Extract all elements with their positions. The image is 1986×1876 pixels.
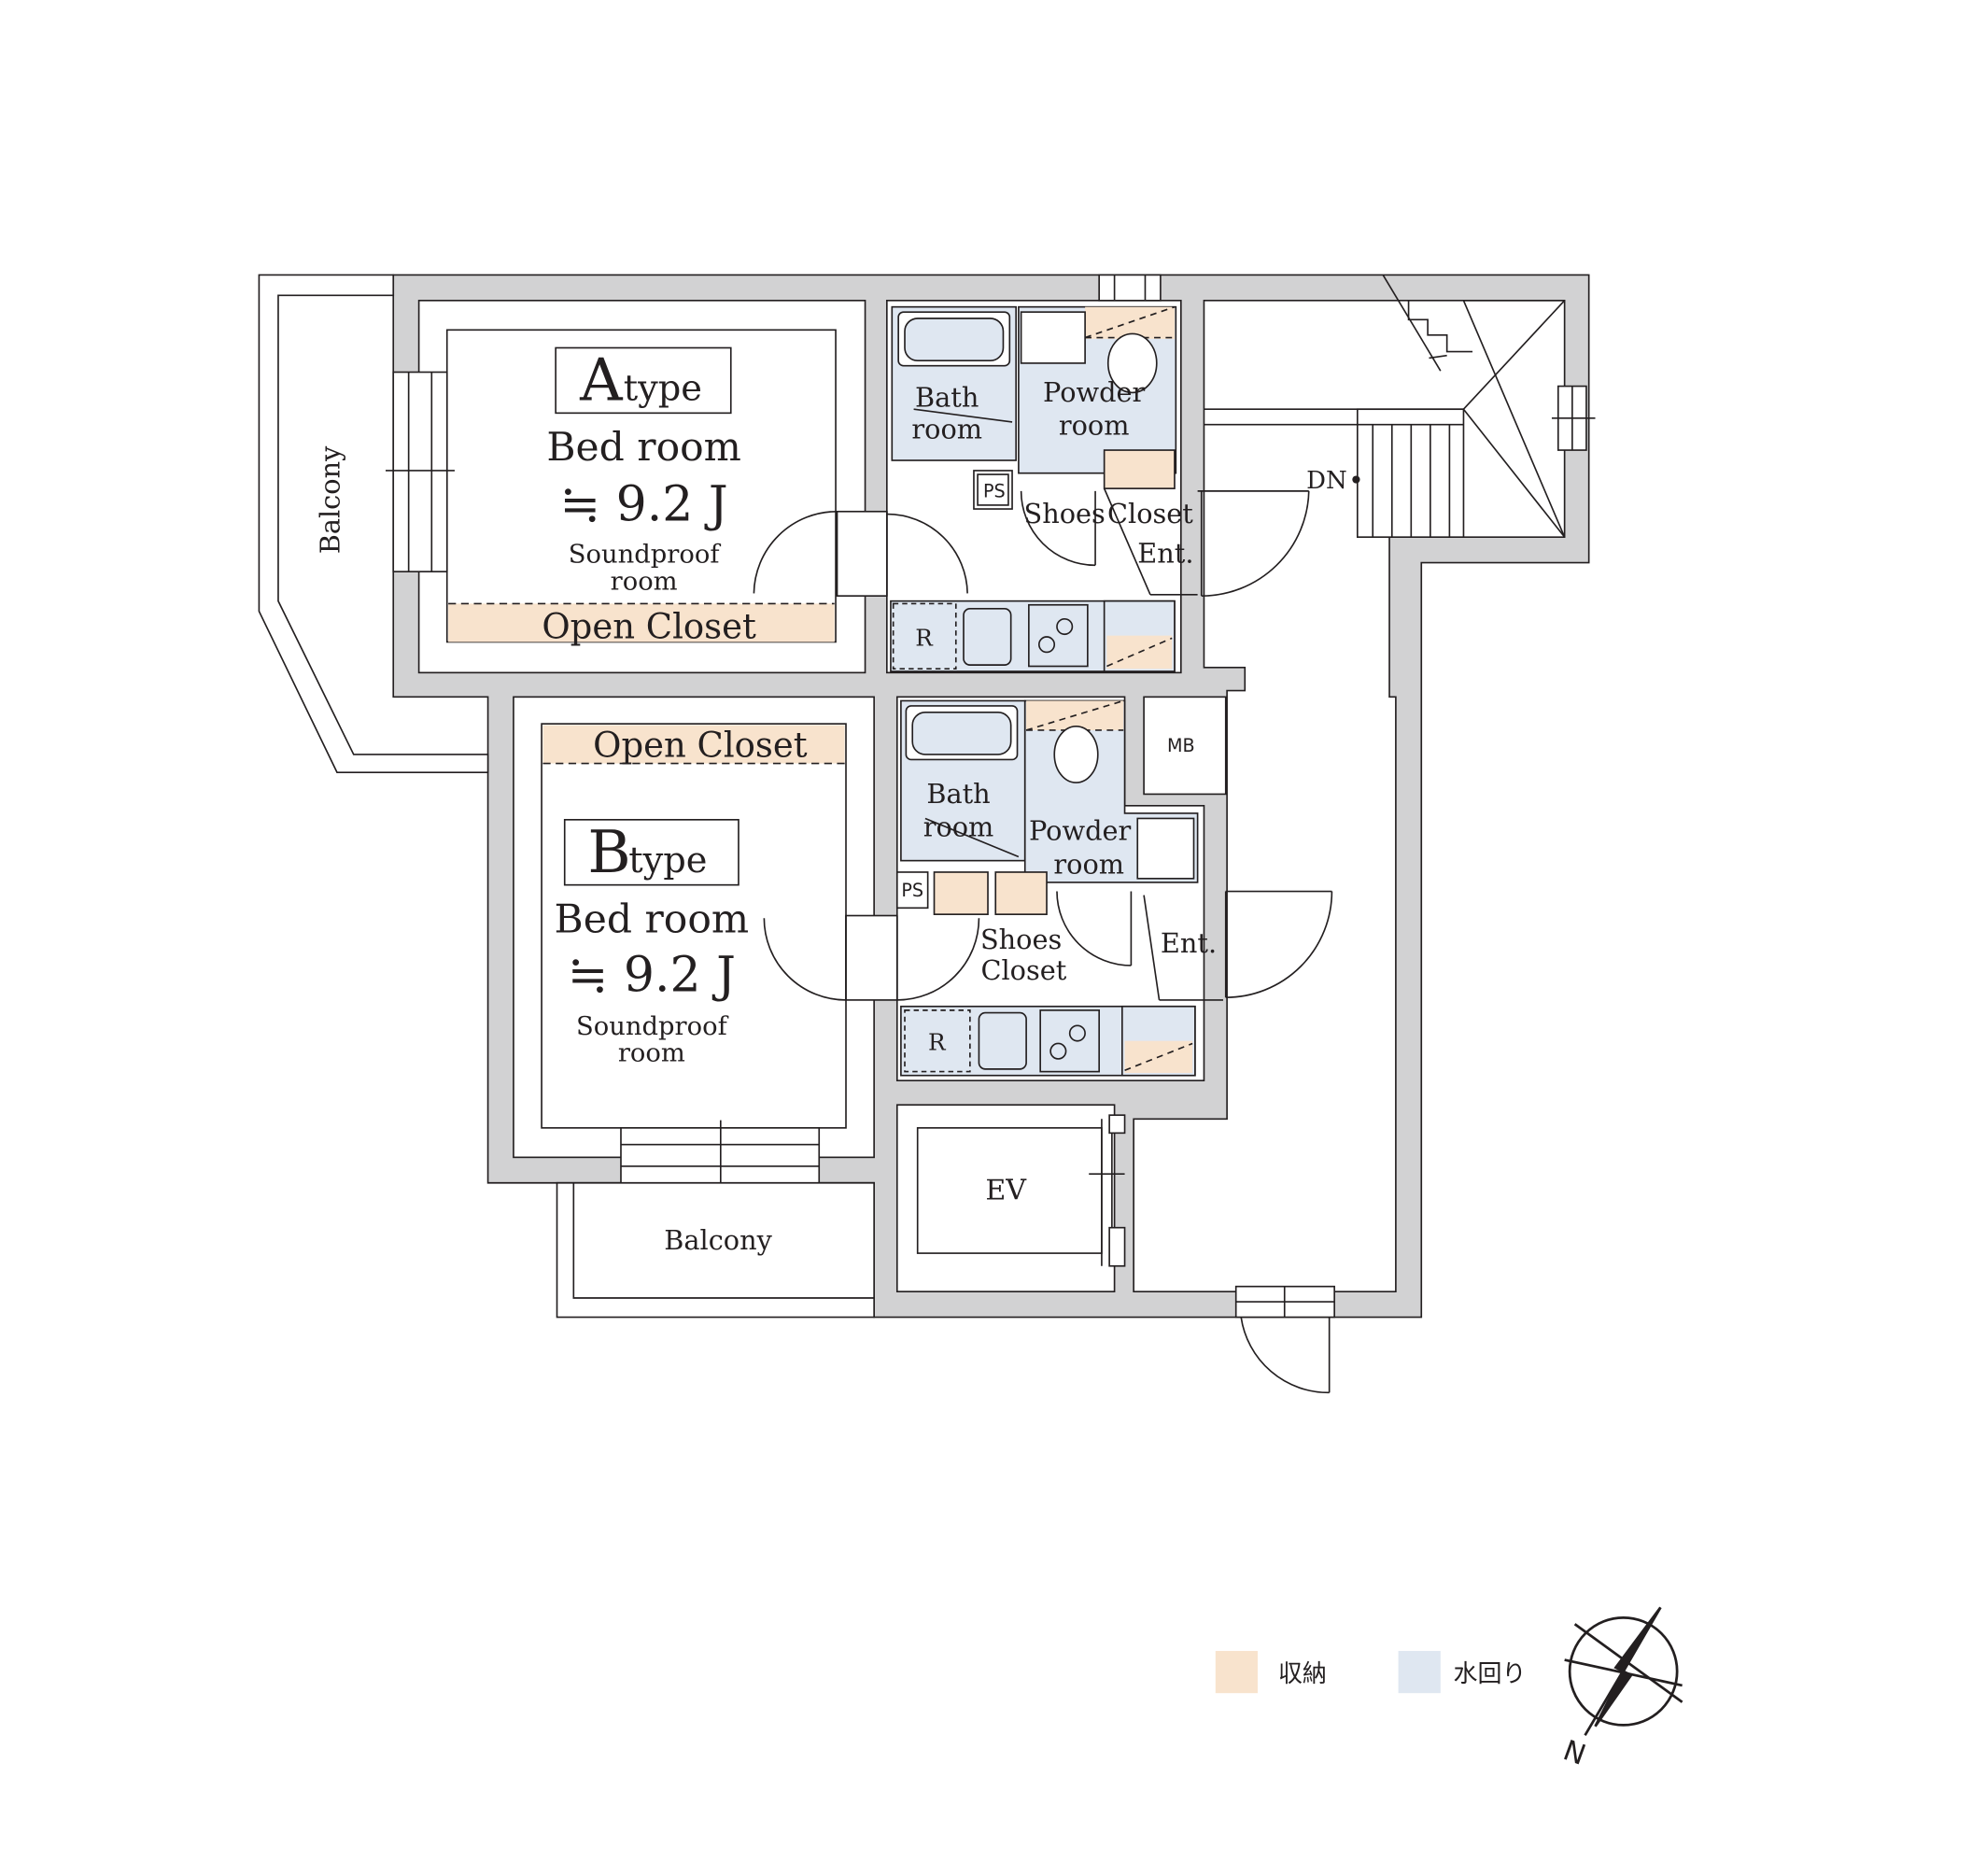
- compass: [1564, 1606, 1683, 1737]
- unit-b-powder-room-label: room: [1053, 848, 1124, 880]
- unit-a-bedroom-size: ≒ 9.2 J: [560, 476, 728, 532]
- mb-room: [1143, 696, 1227, 796]
- unit-a-type-suffix: type: [624, 368, 702, 410]
- legend-storage-label: 収納: [1278, 1660, 1327, 1688]
- unit-b-type-box: [563, 819, 739, 886]
- unit-b-powder-label: Powder: [1029, 815, 1132, 847]
- unit-b-south-window: [620, 1120, 821, 1190]
- unit-b-fridge: R: [928, 1028, 947, 1055]
- north-window: [1098, 274, 1162, 302]
- unit-a-bed-door: [753, 510, 968, 597]
- unit-b-shoes: Shoes: [980, 924, 1062, 955]
- unit-b-soundproof: Soundproof: [576, 1012, 729, 1041]
- unit-b-powder-room: [1023, 699, 1199, 883]
- unit-b-balcony: [556, 1181, 875, 1319]
- unit-b-type-letter: B: [587, 818, 630, 886]
- unit-a-shoes: Shoes: [1024, 498, 1106, 529]
- stairs-down-marker: [1352, 475, 1360, 484]
- common-corridor-floor: [1133, 300, 1566, 1292]
- elevator-door: [1089, 1114, 1126, 1267]
- unit-b-bed-door: [763, 914, 980, 1001]
- unit-b-bath-label: Bath: [926, 778, 990, 810]
- unit-a-entrance: [1020, 487, 1310, 597]
- unit-a-bath-room-label: room: [911, 414, 982, 445]
- unit-a-powder-room-label: room: [1059, 410, 1130, 442]
- unit-b-soundproof-room: room: [618, 1039, 685, 1068]
- main-entrance-door: [1234, 1285, 1335, 1394]
- unit-a-closet: Closet: [1107, 498, 1193, 529]
- unit-b-type-suffix: type: [628, 839, 707, 882]
- unit-b-bathroom: [900, 699, 1026, 862]
- unit-a-soundproof: Soundproof: [569, 541, 722, 570]
- unit-a-powder-label: Powder: [1043, 376, 1146, 408]
- mb-label: MB: [1167, 735, 1195, 756]
- unit-a-balcony-label: Balcony: [315, 445, 346, 554]
- unit-a-fridge: R: [915, 625, 934, 652]
- unit-a-type-box: [555, 346, 732, 415]
- dn-label: DN: [1306, 467, 1347, 495]
- unit-a-balcony: [258, 274, 489, 773]
- unit-a-ps: [973, 470, 1013, 510]
- unit-a-soundproof-room: room: [611, 567, 678, 596]
- stair-window: [1551, 385, 1596, 451]
- unit-a-bedroom-label: Bed room: [546, 425, 741, 471]
- legend-water-swatch: [1398, 1650, 1441, 1694]
- unit-a-kitchen: [890, 599, 1176, 672]
- unit-b-entrance-label: Ent.: [1161, 927, 1217, 959]
- legend-water-label: 水回り: [1454, 1660, 1527, 1688]
- unit-b-closet: Closet: [980, 954, 1066, 986]
- legend-storage-swatch: [1215, 1650, 1258, 1694]
- unit-a-entrance-label: Ent.: [1137, 538, 1193, 570]
- stairs: [1204, 275, 1566, 538]
- unit-b-ps: [895, 871, 929, 910]
- unit-a-bath-label: Bath: [915, 381, 979, 413]
- unit-b-ps: PS: [901, 880, 923, 901]
- unit-b-entrance: [1056, 890, 1333, 1001]
- unit-a-bedroom: [445, 329, 837, 643]
- unit-b-kitchen: [900, 1005, 1196, 1077]
- unit-a-bathroom: [891, 305, 1017, 461]
- unit-b-balcony-label: Balcony: [664, 1224, 772, 1256]
- unit-a-powder-room: [1018, 305, 1177, 489]
- unit-b-bedroom-size: ≒ 9.2 J: [568, 947, 736, 1003]
- unit-b-bedroom: [541, 723, 847, 1129]
- unit-b-shoes-closet: [933, 871, 1048, 915]
- unit-b-open-closet: Open Closet: [593, 726, 808, 766]
- ev-label: EV: [985, 1175, 1027, 1207]
- unit-b-bath-room-label: room: [923, 811, 994, 843]
- unit-a-ps: PS: [983, 481, 1006, 502]
- unit-b-bedroom-label: Bed room: [555, 896, 750, 942]
- compass-north-label: N: [1559, 1734, 1590, 1772]
- unit-a-type-letter: A: [579, 346, 624, 415]
- unit-a-west-window: [386, 371, 455, 572]
- unit-a-open-closet: Open Closet: [542, 606, 756, 646]
- ev-room: [895, 1104, 1116, 1292]
